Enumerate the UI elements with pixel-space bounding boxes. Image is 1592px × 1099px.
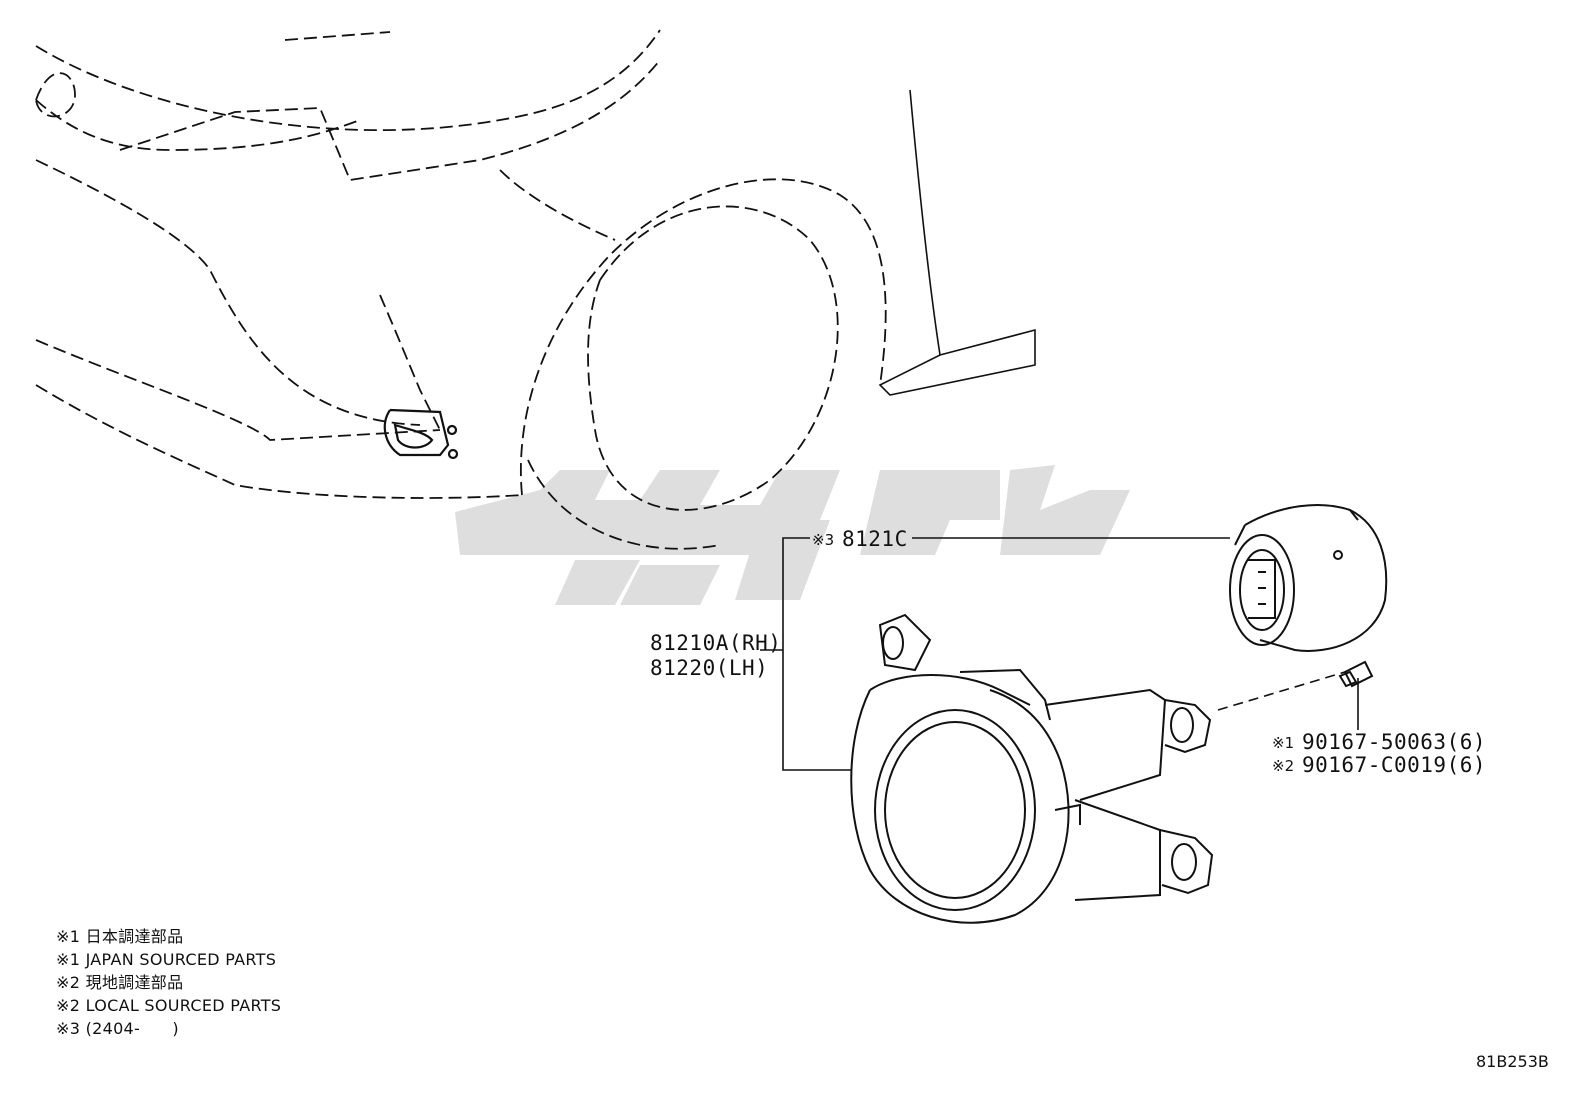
screw-icon [1338,660,1374,688]
screw-2-mark: ※2 [1272,757,1294,775]
legend-line: ※2 現地調達部品 [56,973,184,992]
screw-2-part-number: 90167-C0019(6) [1302,753,1486,777]
legend-line: ※1 JAPAN SOURCED PARTS [56,950,277,969]
lamp-part-number-rh: 81210A(RH) [650,631,781,655]
vehicle-outline-solid [878,89,1036,396]
cover-part-mark: ※3 [812,531,834,549]
fog-lamp-on-vehicle-icon [383,408,459,460]
diagram-code: 81B253B [1476,1052,1549,1071]
legend-line: ※3 (2404- ) [56,1019,179,1038]
lamp-part-number-lh: 81220(LH) [650,656,768,680]
notes-legend: ※1 日本調達部品 ※1 JAPAN SOURCED PARTS ※2 現地調達… [56,925,281,1040]
bulb-cover-icon [1229,504,1388,652]
vehicle-outline [35,29,887,550]
legend-line: ※1 日本調達部品 [56,927,184,946]
screw-axis-line [1217,671,1346,711]
watermark-logo [455,465,1130,605]
leader-lines [760,537,1359,771]
legend-line: ※2 LOCAL SOURCED PARTS [56,996,282,1015]
fog-lamp-assembly-icon [850,613,1214,924]
screw-1-part-number: 90167-50063(6) [1302,730,1486,754]
screw-1-mark: ※1 [1272,734,1294,752]
cover-part-number: 8121C [842,527,908,551]
